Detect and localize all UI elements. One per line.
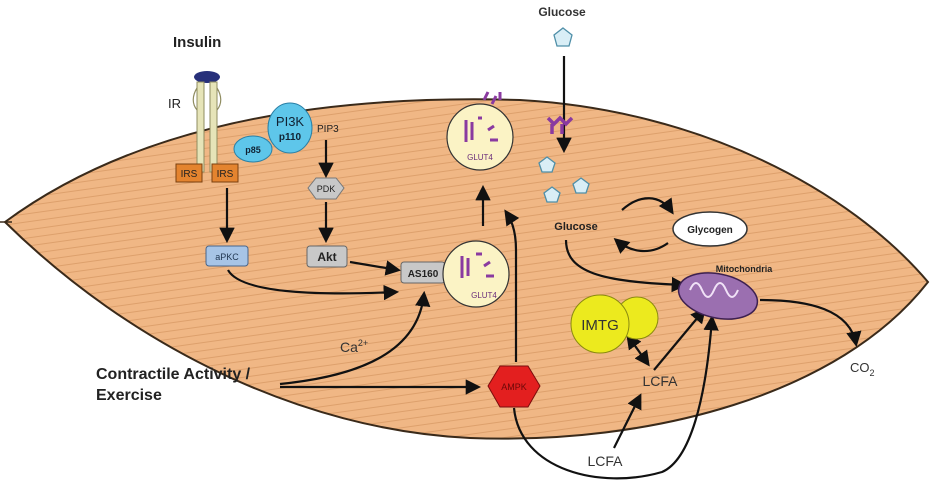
ampk-label: AMPK: [501, 382, 527, 392]
glucose-outside-molecule: [553, 27, 573, 47]
pi3k-p110-subunit: [267, 102, 313, 154]
arrow-mito-co2: [759, 298, 862, 348]
glut4-mid-label: GLUT4: [471, 291, 497, 300]
glut4-vesicle-middle: [442, 240, 510, 308]
arrow-lcfa-uptake: [613, 393, 642, 449]
glucose-outside-label: Glucose: [538, 5, 586, 19]
co2-subscript: 2: [870, 368, 875, 378]
glucose-molecules: [538, 27, 590, 203]
insulin-molecule: [194, 71, 220, 83]
calcium-superscript: 2+: [358, 338, 368, 348]
akt-label: Akt: [317, 250, 336, 264]
p85-subunit: [233, 135, 273, 163]
arrow-ampk-glut4: [504, 209, 520, 362]
contractile-activity-label: Contractile Activity /: [96, 366, 251, 383]
arrow-glucose-mito: [564, 239, 688, 293]
glucose-inside-label: Glucose: [554, 221, 597, 233]
imtg-droplet-large: [570, 294, 630, 354]
pip3-label: PIP3: [317, 124, 339, 135]
lcfa-outside-label: LCFA: [587, 453, 623, 469]
arrow-exercise-as160: [279, 290, 431, 386]
pi3k-label: PI3K: [276, 114, 305, 129]
glut4-transporter-membrane: [546, 115, 574, 134]
lcfa-inside-label: LCFA: [642, 373, 678, 389]
p85-label: p85: [245, 145, 261, 155]
arrows: [219, 56, 862, 480]
ir-label: IR: [168, 96, 181, 111]
glut4-top-label: GLUT4: [467, 153, 493, 162]
mitochondrion: [677, 272, 759, 320]
irs-right-box: [211, 163, 239, 183]
pdk-hexagon: [307, 177, 345, 200]
glycogen-oval: [672, 211, 748, 247]
pdk-label: PDK: [317, 184, 336, 194]
arrow-glycogen-glucose: [613, 237, 669, 254]
glycogen-label: Glycogen: [687, 225, 733, 236]
ampk-hexagon: [487, 365, 541, 408]
arrow-akt-as160: [349, 260, 402, 276]
akt-box: [306, 245, 348, 268]
calcium-label: Ca2+: [340, 338, 368, 355]
imtg-label: IMTG: [581, 317, 619, 334]
apkc-box: [205, 245, 249, 267]
arrow-apkc-as160: [227, 269, 400, 301]
arrow-ampk-mito: [512, 314, 719, 480]
glut4-vesicle-top: [446, 91, 514, 171]
irs-right-label: IRS: [217, 169, 234, 180]
insulin-receptor: [175, 71, 239, 183]
calcium-text: Ca: [340, 339, 358, 355]
p110-label: p110: [279, 132, 302, 143]
arrow-imtg-lcfa: [626, 333, 650, 367]
as160-label: AS160: [408, 269, 439, 280]
exercise-label: Exercise: [96, 387, 162, 404]
insulin-label: Insulin: [173, 34, 221, 51]
apkc-label: aPKC: [215, 252, 239, 262]
co2-label: CO2: [850, 360, 875, 378]
arrow-glucose-glycogen: [621, 197, 674, 215]
mitochondria-label: Mitochondria: [716, 264, 773, 274]
irs-left-label: IRS: [181, 169, 198, 180]
co2-text: CO: [850, 360, 870, 375]
irs-left-box: [175, 163, 203, 183]
arrow-lcfa-mito: [653, 307, 706, 371]
